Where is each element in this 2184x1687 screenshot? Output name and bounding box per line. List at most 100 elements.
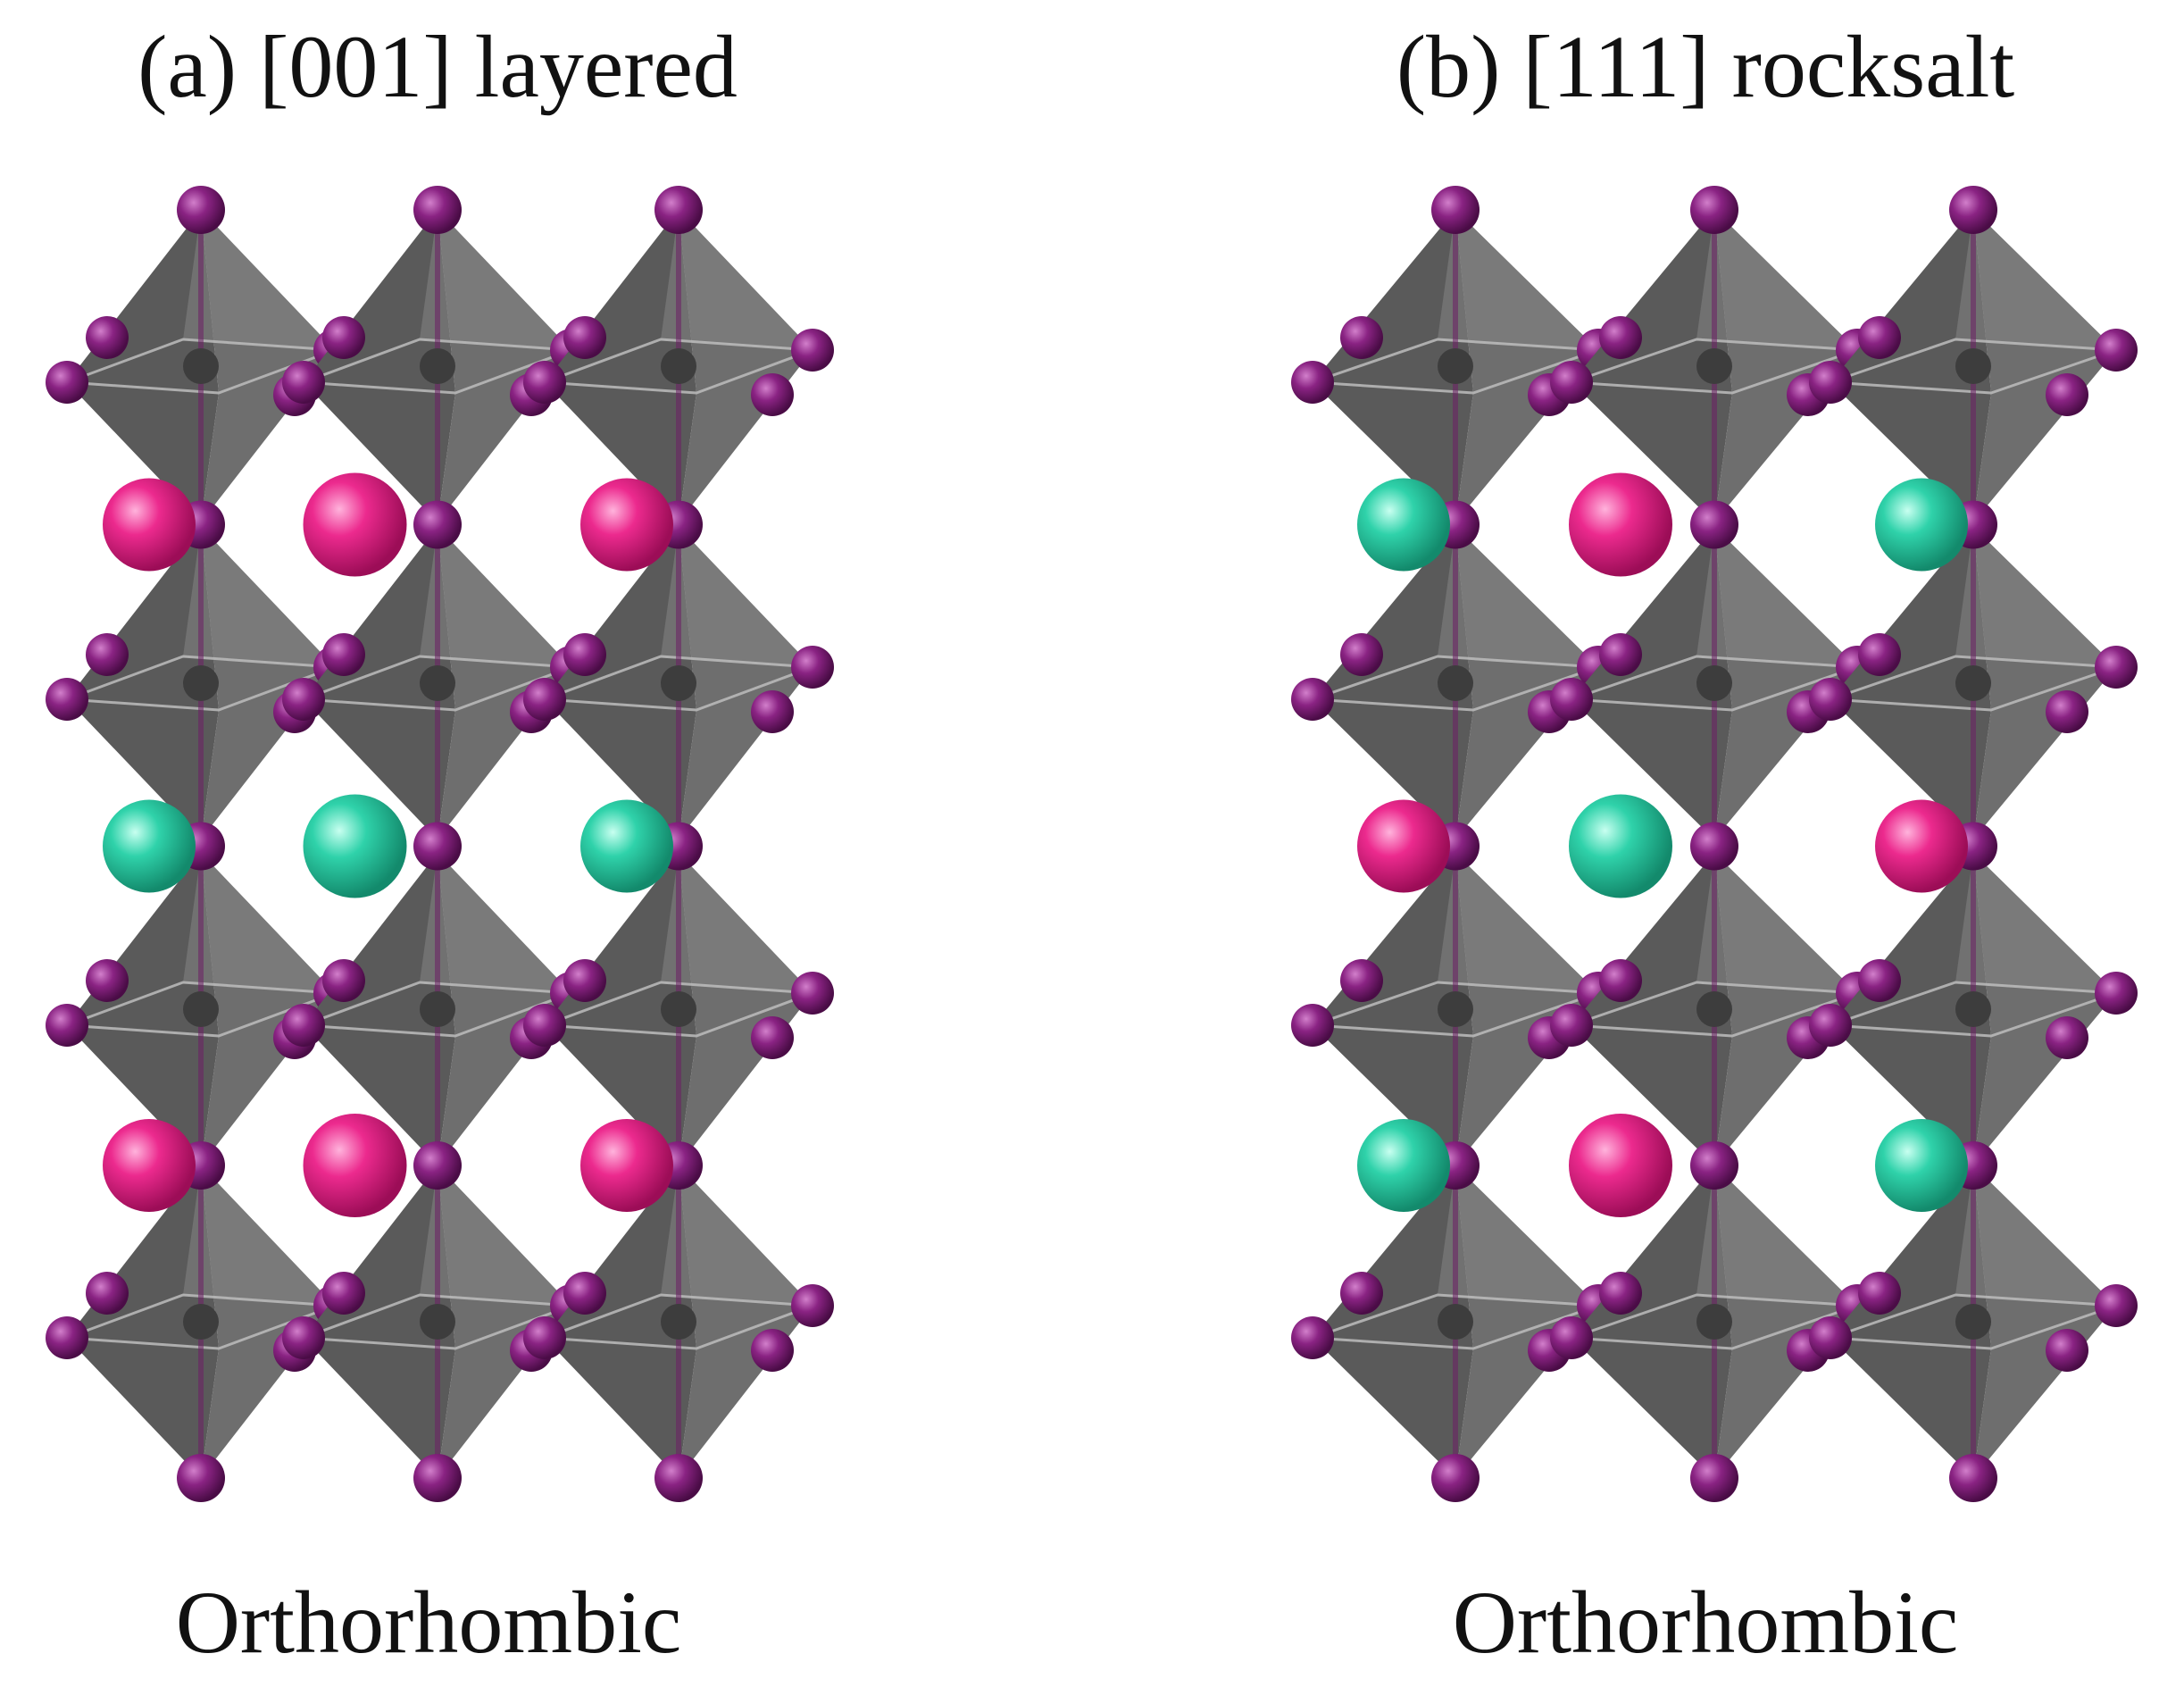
panel-a-anion bbox=[177, 186, 225, 234]
panel-a-anion bbox=[177, 1454, 225, 1502]
panel-a-anion bbox=[654, 1454, 703, 1502]
panel-a-anion bbox=[413, 822, 462, 871]
panel-b-anion bbox=[1690, 1454, 1738, 1502]
panel-b-title: (b) [111] rocksalt bbox=[1396, 17, 2015, 116]
panel-b-anion bbox=[1340, 316, 1383, 359]
panel-b-magenta-cation bbox=[1357, 799, 1450, 893]
panel-a-anion bbox=[413, 1454, 462, 1502]
panel-a-b-site-atom bbox=[420, 348, 455, 384]
panel-b-anion bbox=[2095, 329, 2138, 372]
panel-a-anion bbox=[791, 972, 834, 1015]
panel-a-anion bbox=[413, 186, 462, 234]
panel-a-b-site-atom bbox=[661, 348, 696, 384]
panel-a-b-site-atom bbox=[661, 1304, 696, 1340]
panel-a-anion bbox=[86, 959, 129, 1002]
panel-b-octahedron bbox=[1312, 527, 1599, 839]
panel-a-octahedron bbox=[303, 853, 572, 1165]
panel-b-b-site-atom bbox=[1955, 1304, 1991, 1340]
panel-b-b-site-atom bbox=[1696, 665, 1732, 701]
panel-b-anion bbox=[1858, 1272, 1901, 1315]
panel-a-anion bbox=[413, 500, 462, 549]
panel-a-anion bbox=[86, 1272, 129, 1315]
panel-a-magenta-cation bbox=[580, 478, 673, 572]
panel-b-anion bbox=[1340, 959, 1383, 1002]
panel-a-teal-cation bbox=[303, 794, 407, 898]
panel-b-octahedron bbox=[1312, 1165, 1599, 1478]
panel-a-octahedron bbox=[66, 853, 336, 1165]
panel-b-anion bbox=[2046, 1329, 2088, 1372]
panel-b-anion bbox=[1599, 1272, 1642, 1315]
panel-a-anion bbox=[282, 678, 325, 721]
panel-b-caption: Orthorhombic bbox=[1453, 1573, 1959, 1672]
panel-b-octahedron bbox=[1830, 1165, 2117, 1478]
panel-b-anion bbox=[1690, 822, 1738, 871]
panel-b-anion bbox=[1690, 1141, 1738, 1190]
panel-b-magenta-cation bbox=[1569, 472, 1672, 577]
panel-b-anion bbox=[1809, 1004, 1852, 1047]
panel-a-b-site-atom bbox=[183, 348, 219, 384]
panel-a-octahedron bbox=[544, 527, 813, 839]
panel-a-octahedron bbox=[66, 1165, 336, 1478]
panel-a-caption: Orthorhombic bbox=[176, 1573, 682, 1672]
panel-b-anion bbox=[2095, 972, 2138, 1015]
panel-a-anion bbox=[322, 633, 365, 676]
panel-a-magenta-cation bbox=[580, 1119, 673, 1212]
panel-a-anion bbox=[751, 1329, 794, 1372]
panel-b-b-site-atom bbox=[1696, 991, 1732, 1027]
panel-b-anion bbox=[1599, 959, 1642, 1002]
panel-b-anion bbox=[1550, 361, 1593, 404]
panel-b-b-site-atom bbox=[1955, 348, 1991, 384]
panel-b-anion bbox=[1291, 361, 1334, 404]
panel-a-anion bbox=[523, 361, 566, 404]
panel-a-magenta-cation bbox=[303, 472, 407, 577]
panel-a: (a) [001] layered Orthorhombic bbox=[46, 17, 834, 1672]
panel-b-b-site-atom bbox=[1438, 1304, 1473, 1340]
panel-b-teal-cation bbox=[1357, 478, 1450, 572]
panel-a-anion bbox=[46, 1316, 88, 1359]
panel-b-octahedron bbox=[1571, 853, 1858, 1165]
panel-a-octahedron bbox=[66, 527, 336, 839]
panel-b-b-site-atom bbox=[1955, 665, 1991, 701]
panel-b-anion bbox=[1291, 1316, 1334, 1359]
panel-b-b-site-atom bbox=[1438, 348, 1473, 384]
panel-a-b-site-atom bbox=[183, 1304, 219, 1340]
panel-a-anion bbox=[46, 361, 88, 404]
panel-b-anion bbox=[1431, 186, 1480, 234]
panel-a-octahedron bbox=[544, 210, 813, 522]
panel-b-anion bbox=[2095, 646, 2138, 689]
panel-b-anion bbox=[1858, 316, 1901, 359]
panel-b-anion bbox=[1550, 678, 1593, 721]
panel-a-anion bbox=[86, 633, 129, 676]
panel-b-anion bbox=[2046, 690, 2088, 733]
panel-b-b-site-atom bbox=[1438, 665, 1473, 701]
crystal-structure-b bbox=[1291, 186, 2138, 1502]
panel-a-anion bbox=[751, 690, 794, 733]
panel-a-title: (a) [001] layered bbox=[138, 17, 738, 116]
panel-a-anion bbox=[751, 1016, 794, 1059]
panel-a-b-site-atom bbox=[183, 665, 219, 701]
panel-a-anion bbox=[282, 361, 325, 404]
panel-b-anion bbox=[1291, 678, 1334, 721]
panel-a-anion bbox=[46, 1004, 88, 1047]
panel-a-anion bbox=[86, 316, 129, 359]
panel-a-b-site-atom bbox=[661, 665, 696, 701]
crystal-structure-a bbox=[46, 186, 834, 1502]
panel-a-octahedron bbox=[544, 853, 813, 1165]
panel-b-anion bbox=[1599, 316, 1642, 359]
panel-a-anion bbox=[563, 316, 606, 359]
panel-b-anion bbox=[1550, 1004, 1593, 1047]
panel-a-anion bbox=[751, 373, 794, 416]
panel-a-anion bbox=[654, 186, 703, 234]
panel-a-anion bbox=[523, 1316, 566, 1359]
panel-a-anion bbox=[282, 1004, 325, 1047]
panel-a-anion bbox=[46, 678, 88, 721]
panel-a-magenta-cation bbox=[103, 1119, 196, 1212]
panel-a-octahedron bbox=[303, 210, 572, 522]
panel-a-anion bbox=[322, 959, 365, 1002]
panel-a-b-site-atom bbox=[420, 991, 455, 1027]
panel-b-anion bbox=[2046, 1016, 2088, 1059]
panel-a-b-site-atom bbox=[420, 665, 455, 701]
panel-a-b-site-atom bbox=[420, 1304, 455, 1340]
panel-b-octahedron bbox=[1571, 527, 1858, 839]
